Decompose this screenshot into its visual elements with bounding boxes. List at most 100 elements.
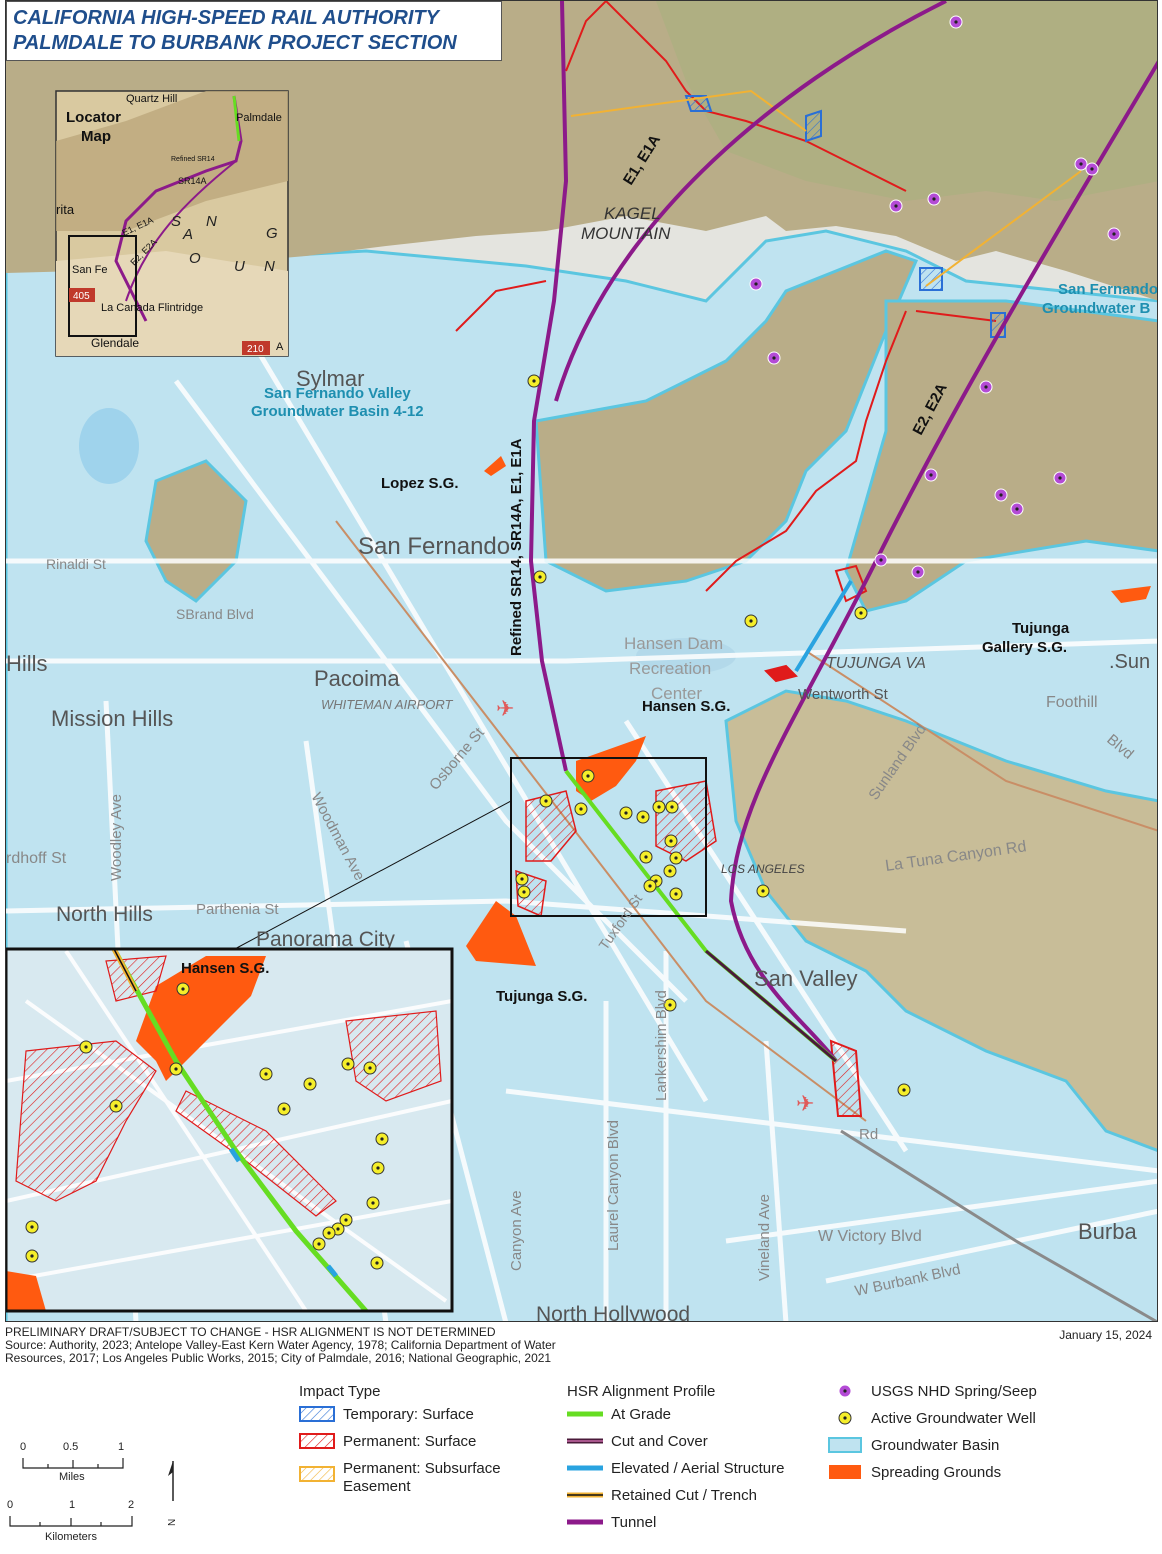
locator-letter-a: A bbox=[276, 341, 284, 353]
label-wentworth: Wentworth St bbox=[798, 686, 889, 703]
locator-letter-s: S bbox=[171, 213, 181, 230]
map-canvas[interactable]: ✈ ✈ KAGEL MOUNTAIN San Fernando Groundwa… bbox=[6, 1, 1158, 1322]
cut-cover-swatch bbox=[567, 1433, 603, 1449]
tujunga-spreading-ground bbox=[466, 901, 536, 966]
reservoir bbox=[79, 408, 139, 484]
scale-miles-05: 0.5 bbox=[63, 1441, 78, 1453]
well-marker-13-center bbox=[644, 855, 648, 859]
label-los-angeles: LOS ANGELES bbox=[721, 862, 805, 876]
legend-alignment-profile: HSR Alignment Profile At Grade Cut and C… bbox=[567, 1383, 784, 1541]
locator-letter-a2: A bbox=[182, 226, 193, 243]
legend-well-label: Active Groundwater Well bbox=[871, 1410, 1036, 1427]
label-woodley: Woodley Ave bbox=[108, 794, 125, 881]
label-rd: Rd bbox=[859, 1126, 878, 1143]
label-hills: Hills bbox=[6, 651, 48, 676]
legend-elevated-label: Elevated / Aerial Structure bbox=[611, 1460, 785, 1477]
label-mountain: MOUNTAIN bbox=[581, 224, 671, 243]
spreading-grounds bbox=[466, 456, 1151, 966]
tujunga-gallery-spreading-ground bbox=[1111, 586, 1151, 603]
map-frame[interactable]: ✈ ✈ KAGEL MOUNTAIN San Fernando Groundwa… bbox=[5, 0, 1158, 1322]
label-hansen-sg: Hansen S.G. bbox=[642, 698, 730, 715]
tunnel-swatch bbox=[567, 1514, 603, 1530]
scale-km-0: 0 bbox=[7, 1499, 13, 1511]
lopez-spreading-ground bbox=[484, 456, 506, 476]
label-hansen-dam-1: Hansen Dam bbox=[624, 634, 723, 653]
detail-inset-frame bbox=[6, 947, 454, 1313]
source-text: Source: Authority, 2023; Antelope Valley… bbox=[5, 1338, 556, 1365]
legend-well: Active Groundwater Well bbox=[827, 1410, 1037, 1437]
label-north-hills: North Hills bbox=[56, 903, 153, 926]
well-marker-21-center bbox=[668, 1003, 672, 1007]
inset-well-marker-9-center bbox=[380, 1137, 384, 1141]
label-dhoff: rdhoff St bbox=[6, 850, 67, 867]
well-marker-17-center bbox=[520, 877, 524, 881]
locator-letter-u: U bbox=[234, 258, 245, 275]
well-marker-5-center bbox=[544, 799, 548, 803]
label-sf-basin-left-2: Groundwater Basin 4-12 bbox=[251, 403, 424, 420]
locator-map: Locator Map Quartz Hill Palmdale Refined… bbox=[55, 90, 289, 357]
spring-marker-8-center bbox=[984, 385, 988, 389]
scale-bar-graphic: 0 0.5 1 Miles 0 1 2 Kilometers N bbox=[7, 1441, 178, 1543]
label-vineland: Vineland Ave bbox=[756, 1194, 773, 1281]
locator-glendale: Glendale bbox=[91, 336, 139, 350]
spring-marker-0-center bbox=[954, 20, 958, 24]
locator-san-fernando: San Fe bbox=[72, 264, 107, 276]
scale-miles-label: Miles bbox=[59, 1471, 85, 1483]
map-title-line-2: PALMDALE TO BURBANK PROJECT SECTION bbox=[13, 32, 457, 54]
inset-well-marker-11-center bbox=[371, 1201, 375, 1205]
detail-extent-box bbox=[510, 757, 707, 917]
label-alignment-refined: Refined SR14, SR14A, E1, E1A bbox=[508, 438, 525, 656]
well-marker-19-center bbox=[674, 892, 678, 896]
springs-seeps bbox=[749, 15, 1121, 579]
label-panorama: Panorama City bbox=[256, 928, 395, 951]
scale-km-1: 1 bbox=[69, 1499, 75, 1511]
legend-retained-cut: Retained Cut / Trench bbox=[567, 1487, 784, 1514]
inset-well-marker-2-center bbox=[174, 1067, 178, 1071]
locator-title-1: Locator bbox=[66, 109, 121, 126]
locator-title-2: Map bbox=[81, 128, 111, 145]
inset-well-marker-5-center bbox=[346, 1062, 350, 1066]
detail-inset: Hansen S.G. bbox=[6, 949, 452, 1311]
legend-impact-title: Impact Type bbox=[299, 1383, 381, 1400]
spring-marker-1-center bbox=[1079, 162, 1083, 166]
well-marker-16-center bbox=[648, 884, 652, 888]
well-marker-20-center bbox=[761, 889, 765, 893]
scale-bar: 0 0.5 1 Miles 0 1 2 Kilometers N bbox=[5, 1436, 185, 1551]
freeways bbox=[335, 520, 1157, 1122]
alignment-refined-sr14 bbox=[528, 1, 569, 772]
label-laurel: Laurel Canyon Blvd bbox=[605, 1120, 622, 1251]
well-marker-7-center bbox=[624, 811, 628, 815]
spring-marker-2-center bbox=[1090, 167, 1094, 171]
airport-icon-2: ✈ bbox=[796, 1091, 814, 1116]
spring-marker-4-center bbox=[932, 197, 936, 201]
inset-well-marker-1-center bbox=[84, 1045, 88, 1049]
disclaimer-text: PRELIMINARY DRAFT/SUBJECT TO CHANGE - HS… bbox=[5, 1325, 496, 1339]
well-marker-10-center bbox=[670, 805, 674, 809]
label-parthenia: Parthenia St bbox=[196, 901, 279, 918]
inset-well-marker-7-center bbox=[114, 1104, 118, 1108]
alignment-e1 bbox=[554, 1, 947, 402]
legend-spring: USGS NHD Spring/Seep bbox=[827, 1383, 1037, 1410]
well-icon bbox=[827, 1410, 863, 1426]
inset-well-marker-4-center bbox=[308, 1082, 312, 1086]
legend-retained-cut-label: Retained Cut / Trench bbox=[611, 1487, 757, 1504]
label-burbank: Burba bbox=[1078, 1219, 1137, 1244]
well-marker-18-center bbox=[522, 890, 526, 894]
label-whiteman: WHITEMAN AIRPORT bbox=[321, 697, 454, 712]
groundwater-wells bbox=[515, 374, 911, 1097]
mountain-terrain-east bbox=[844, 299, 1157, 613]
locator-palmdale: Palmdale bbox=[236, 112, 282, 124]
label-sun: .Sun bbox=[1109, 651, 1150, 673]
label-sf-basin-left-1: San Fernando Valley bbox=[264, 385, 411, 402]
airport-icon: ✈ bbox=[496, 696, 514, 721]
legend-spreading-label: Spreading Grounds bbox=[871, 1464, 1002, 1481]
legend-cut-cover-label: Cut and Cover bbox=[611, 1433, 708, 1450]
legend-other: USGS NHD Spring/Seep Active Groundwater … bbox=[827, 1383, 1037, 1491]
label-sf-basin-right-1: San Fernando bbox=[1058, 281, 1158, 298]
label-tujunga-sg: Tujunga S.G. bbox=[496, 988, 587, 1005]
label-sf-basin-right-2: Groundwater B bbox=[1042, 300, 1151, 317]
legend-spring-label: USGS NHD Spring/Seep bbox=[871, 1383, 1037, 1400]
spring-marker-11-center bbox=[999, 493, 1003, 497]
inset-label-hansen-sg: Hansen S.G. bbox=[181, 960, 269, 977]
inset-well-marker-12-center bbox=[344, 1218, 348, 1222]
